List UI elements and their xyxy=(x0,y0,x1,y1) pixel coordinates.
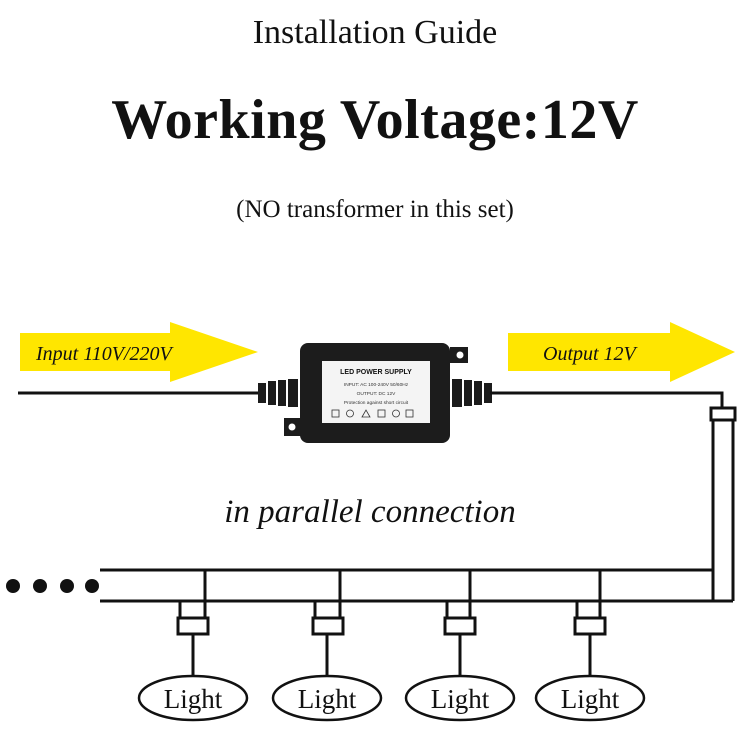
cable-strain-relief-right xyxy=(452,379,492,407)
light-1: Light xyxy=(137,674,249,722)
certification-icons xyxy=(331,409,414,418)
power-supply-label-plate xyxy=(322,361,430,423)
output-label: Output 12V xyxy=(543,343,639,365)
output-arrow-shape xyxy=(508,322,735,382)
spec-line-3: Protection against short circuit xyxy=(344,400,409,406)
input-arrow-shape xyxy=(20,322,258,382)
light-3: Light xyxy=(404,674,516,722)
power-supply-label: LED POWER SUPPLY xyxy=(340,369,412,376)
light-4: Light xyxy=(534,674,646,722)
spec-line-1: INPUT: AC 100-240V 50/60Hz xyxy=(344,382,409,388)
spec-line-2: OUTPUT: DC 12V xyxy=(357,391,396,397)
connection-label: in parallel connection xyxy=(224,494,515,530)
light-label: Light xyxy=(431,684,490,714)
light-label: Light xyxy=(561,684,620,714)
page-title: Installation Guide xyxy=(252,14,498,51)
cable-strain-relief-left xyxy=(258,379,298,407)
transformer-note: (NO transformer in this set) xyxy=(236,196,514,223)
output-connector xyxy=(709,406,737,422)
light-drop-2 xyxy=(311,570,345,676)
light-drop-3 xyxy=(443,570,477,676)
light-drop-4 xyxy=(573,570,607,676)
light-label: Light xyxy=(298,684,357,714)
continuation-dots xyxy=(6,579,99,593)
led-power-supply: LED POWER SUPPLY INPUT: AC 100-240V 50/6… xyxy=(284,343,468,443)
working-voltage-heading: Working Voltage:12V xyxy=(111,89,639,151)
light-label: Light xyxy=(164,684,223,714)
input-arrow: Input 110V/220V xyxy=(20,322,258,382)
output-arrow: Output 12V xyxy=(508,322,735,382)
output-wire xyxy=(490,391,724,408)
light-drop-1 xyxy=(176,570,210,676)
light-2: Light xyxy=(271,674,383,722)
input-label: Input 110V/220V xyxy=(35,343,175,365)
